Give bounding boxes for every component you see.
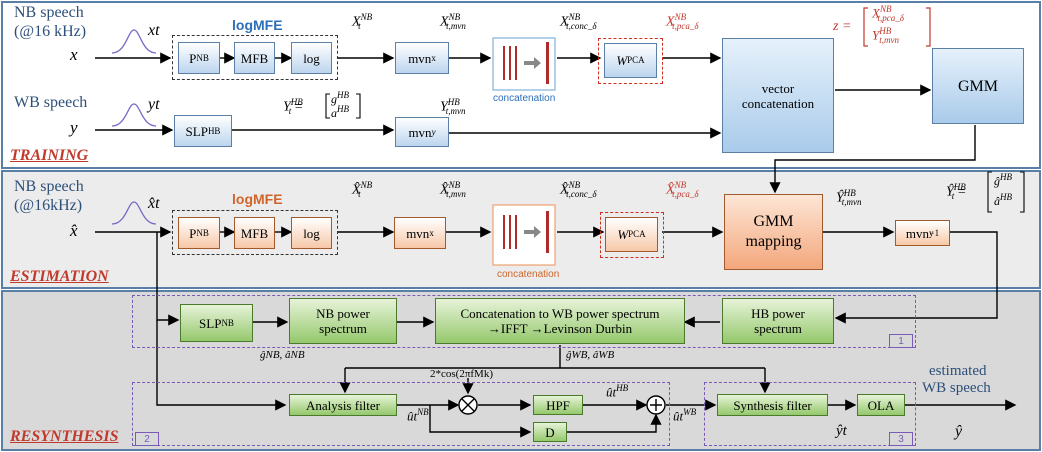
y-mvn-symbol: YHBt,mvn [440, 97, 466, 117]
logmfe-group-est [172, 210, 338, 255]
concatenation-label-training: concatenation [493, 93, 556, 104]
u-wb-symbol: ûtWB [673, 407, 697, 424]
arrow-gwb-split [345, 345, 765, 369]
hb-power-box: HB power spectrum [722, 298, 834, 344]
u-hb-symbol: ûtHB [606, 383, 629, 400]
bell-curve-y [111, 103, 157, 127]
bell-curve-x [111, 29, 157, 54]
logmfe-group [172, 35, 338, 80]
resynthesis-group-2 [132, 382, 670, 446]
nb-rate-label-est: (@16kHz) [14, 197, 83, 214]
xt-label: xt [148, 22, 160, 39]
z-top-entry: XNBt,pca_δ [872, 4, 904, 23]
log-box-est: log [291, 217, 332, 249]
a-hb-entry: aHB [331, 104, 349, 120]
yhat-t-symbol: ŷt [836, 423, 847, 439]
xhat-nb-symbol: X̂NBt [352, 180, 373, 200]
estimated-label: estimated [929, 363, 987, 379]
y-hb-symbol: YHBt = [283, 97, 303, 117]
concatenation-label-est: concatenation [497, 269, 560, 280]
mfb-box-est: MFB [234, 217, 275, 249]
arrow-mvninv-hb [834, 231, 998, 324]
resynthesis-group-3 [704, 382, 916, 446]
pca-group-est [600, 212, 664, 258]
synthesis-filter-box: Synthesis filter [717, 394, 828, 416]
d-box: D [533, 422, 567, 442]
gmm-mapping-box: GMM mapping [724, 194, 823, 270]
xhat-t-label: x̂t [148, 195, 160, 212]
logmfe-label: logMFE [232, 17, 283, 33]
yhat-output-symbol: ŷ [955, 423, 963, 440]
pca-group-training [598, 38, 663, 84]
xhat-mvn-symbol: X̂NBt,mvn [440, 180, 466, 200]
xhat-pca-symbol: X̂NBt,pca_δ [666, 180, 699, 200]
gmm-box: GMM [932, 48, 1024, 124]
wb-speech-output-label: WB speech [922, 380, 991, 396]
y-input-label: y [70, 118, 78, 137]
yhat-hb-symbol: ŶHBt = [946, 182, 966, 202]
x-conc-symbol: XNBt,conc_δ [560, 12, 597, 32]
logmfe-label-est: logMFE [232, 191, 283, 207]
resynthesis-group-1 [132, 295, 916, 348]
xhat-input-label: x̂ [70, 221, 78, 240]
xhat-conc-symbol: X̂NBt,conc_δ [560, 180, 597, 200]
nb-rate-label: (@16 kHz) [14, 23, 87, 40]
estimation-label: ESTIMATION [10, 268, 109, 285]
bell-curve-xhat [111, 201, 157, 225]
concat-wb-box: Concatenation to WB power spectrum →IFFT… [435, 298, 685, 344]
g-hb-entry: gHB [331, 90, 349, 106]
g-wb-label: ĝWB, âWB [566, 349, 615, 361]
nb-speech-label-est: NB speech [14, 178, 84, 195]
analysis-filter-box: Analysis filter [289, 394, 397, 416]
u-nb-symbol: ûtNB [407, 407, 429, 424]
group-2-number: 2 [135, 432, 159, 446]
x-mvn-symbol: XNBt,mvn [440, 12, 466, 32]
log-box: log [291, 42, 332, 74]
yt-label: yt [148, 96, 160, 113]
ghat-hb-entry: ĝHB [994, 172, 1012, 188]
z-bottom-entry: YHBt,mvn [872, 26, 899, 45]
arrow-xhat-analysis [156, 320, 287, 411]
ahat-hb-entry: âHB [994, 192, 1012, 208]
x-nb-symbol: XNBt [352, 12, 373, 32]
yhat-mvn-symbol: ŶHBt,mvn [836, 188, 862, 208]
concat-icon-estimation [492, 204, 556, 266]
x-pca-symbol: XNBt,pca_δ [666, 12, 699, 32]
nb-speech-label: NB speech [14, 4, 84, 21]
group-3-number: 3 [889, 432, 913, 446]
hpf-box: HPF [533, 395, 583, 415]
wb-speech-label: WB speech [14, 94, 88, 111]
resynthesis-label: RESYNTHESIS [10, 428, 119, 445]
arrow-gmm-mapping [769, 125, 976, 194]
z-equation: z = [833, 19, 852, 34]
cos-label: 2*cos(2πfMk) [430, 368, 493, 380]
nb-power-box: NB power spectrum [289, 298, 397, 344]
ola-box: OLA [857, 394, 905, 416]
group-1-number: 1 [889, 334, 913, 348]
vector-concat-box: vector concatenation [722, 38, 834, 153]
mfb-box: MFB [234, 42, 275, 74]
g-nb-label: ĝNB, âNB [260, 349, 305, 361]
x-input-label: x [70, 45, 78, 64]
concat-icon-training [492, 37, 556, 91]
training-label: TRAINING [10, 147, 89, 164]
